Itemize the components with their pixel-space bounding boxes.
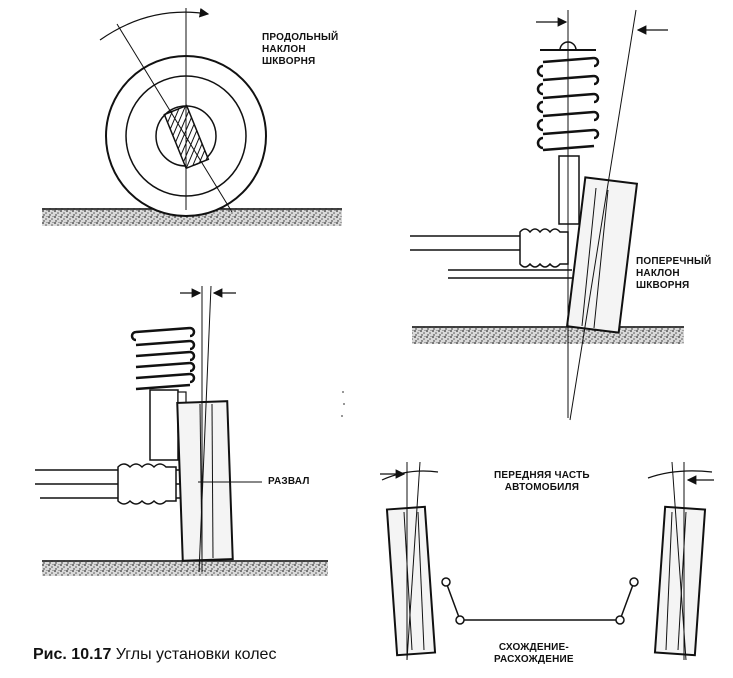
camber-label: РАЗВАЛ (268, 476, 310, 487)
ground-kingpin (412, 326, 684, 344)
caster-diagram (42, 7, 342, 226)
spring-camber (130, 326, 196, 391)
caster-arc (99, 7, 210, 41)
figure-caption: Рис. 10.17 Углы установки колес (33, 646, 276, 664)
divider-dots (341, 391, 345, 417)
cv-boot (117, 463, 177, 505)
caption-number: Рис. 10.17 (33, 646, 112, 663)
strut-kingpin (558, 155, 580, 225)
toe-label: СХОЖДЕНИЕ- РАСХОЖДЕНИЕ (494, 642, 574, 665)
toe-diagram (380, 461, 714, 661)
caster-label: ПРОДОЛЬНЫЙ НАКЛОН ШКВОРНЯ (262, 32, 339, 67)
front-label: ПЕРЕДНЯЯ ЧАСТЬ АВТОМОБИЛЯ (494, 470, 590, 493)
ground-caster (42, 208, 342, 226)
strut-camber (149, 389, 179, 461)
camber-diagram (35, 285, 328, 576)
kingpin-label: ПОПЕРЕЧНЫЙ НАКЛОН ШКВОРНЯ (636, 256, 712, 291)
wheel-kingpin (565, 176, 639, 334)
ground-camber (42, 560, 328, 576)
caption-text: Углы установки колес (115, 646, 277, 663)
kingpin-axis (116, 23, 233, 213)
cv-boot-kp (519, 228, 569, 268)
tie-rod (445, 581, 635, 621)
kingpin-diagram (410, 9, 684, 421)
